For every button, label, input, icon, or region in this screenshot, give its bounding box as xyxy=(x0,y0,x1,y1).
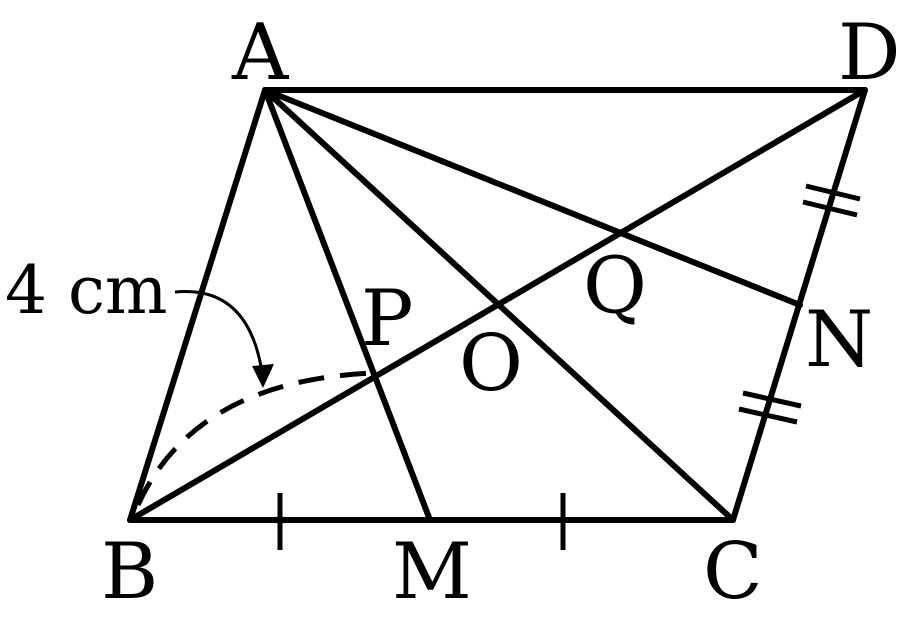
label-d: D xyxy=(838,8,901,98)
label-c: C xyxy=(703,527,763,617)
label-m: M xyxy=(392,527,472,617)
diagonal-ac xyxy=(262,87,736,523)
label-b: B xyxy=(101,527,158,617)
measurement-arrow xyxy=(174,289,264,373)
label-q: Q xyxy=(583,241,647,331)
length-label: 4 cm xyxy=(5,252,168,329)
label-o: O xyxy=(459,319,523,409)
tick-nc-2 xyxy=(738,406,798,425)
tick-dn-1 xyxy=(805,183,861,202)
arrowhead xyxy=(252,364,274,388)
dashed-arc-bp xyxy=(135,370,376,507)
label-n: N xyxy=(805,295,873,385)
label-p: P xyxy=(361,274,413,364)
segment-am xyxy=(262,87,433,523)
side-ab xyxy=(127,87,268,523)
tick-nc-1 xyxy=(742,390,802,409)
tick-dn-2 xyxy=(802,199,858,218)
segment-an xyxy=(262,87,803,308)
label-a: A xyxy=(231,8,290,98)
